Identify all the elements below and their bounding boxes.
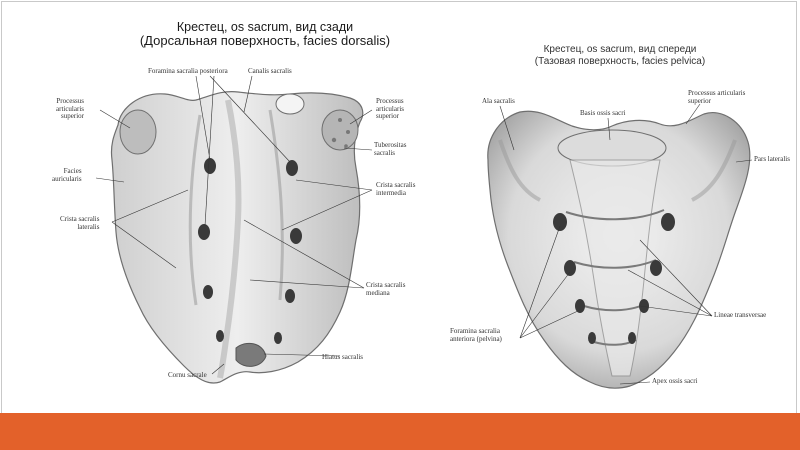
slide-footer-accent-bar: [0, 413, 800, 450]
intermediate-crest-right: [268, 109, 284, 301]
superior-articular-right: [321, 109, 359, 151]
label-crista-lateralis: Crista sacralis lateralis: [60, 215, 100, 231]
sacral-hiatus: [235, 342, 267, 367]
anterior-foramina: [553, 213, 675, 344]
label-line: articularis: [376, 104, 404, 113]
sacrum-pelvic-view: [487, 103, 753, 389]
label-tuberositas: Tuberositas sacralis: [374, 141, 407, 157]
label-line: Crista sacralis: [60, 215, 100, 223]
label-canalis-sacralis: Canalis sacralis: [248, 67, 292, 75]
label-line: superior: [688, 96, 711, 105]
left-title-line1: Крестец, os sacrum, вид сзади: [176, 20, 354, 34]
label-foramina-posteriora: Foramina sacralia posteriora: [148, 67, 228, 75]
label-line: Tuberositas: [374, 141, 407, 149]
label-line: anteriora (pelvina): [450, 334, 502, 343]
label-crista-intermedia: Crista sacralis intermedia: [376, 181, 416, 197]
tuberosity-texture: [331, 118, 350, 148]
median-crest: [217, 99, 242, 379]
left-title-line2: (Дорсальная поверхность, facies dorsalis…: [139, 33, 391, 49]
label-processus-left: Processus articularis superior: [56, 97, 84, 121]
dorsal-leader-lines: [95, 75, 373, 375]
dorsal-bone-outline: [110, 91, 364, 384]
label-facies-auricularis: Facies auricularis: [52, 167, 82, 183]
right-title-line2: (Тазовая поверхность, facies pelvica): [534, 55, 706, 67]
canal-opening: [275, 93, 305, 115]
label-line: Crista sacralis: [376, 181, 416, 189]
label-line: Processus: [376, 97, 404, 105]
posterior-foramen: [290, 228, 302, 244]
label-line: Facies: [63, 167, 82, 175]
label-line: superior: [376, 112, 399, 121]
label-hiatus-sacralis: Hiatus sacralis: [322, 353, 364, 361]
posterior-foramen: [286, 160, 298, 176]
label-basis-ossis-sacri: Basis ossis sacri: [580, 109, 626, 117]
label-line: articularis: [56, 104, 84, 113]
label-pars-lateralis: Pars lateralis: [754, 155, 790, 163]
label-line: mediana: [366, 288, 390, 297]
label-line: Processus articularis: [688, 89, 746, 97]
label-cornu-sacrale: Cornu sacrale: [168, 371, 207, 379]
label-lineae-transversae: Lineae transversae: [714, 311, 767, 319]
left-figure-title: Крестец, os sacrum, вид сзади (Дорсальна…: [120, 20, 410, 49]
sacrum-dorsal-view: [95, 75, 373, 384]
label-line: Processus: [56, 97, 84, 105]
posterior-foramen: [274, 332, 282, 344]
label-line: sacralis: [374, 148, 395, 157]
posterior-foramen: [285, 289, 295, 303]
label-crista-mediana: Crista sacralis mediana: [366, 281, 406, 297]
posterior-foramen: [198, 224, 210, 240]
label-line: lateralis: [77, 222, 100, 231]
label-line: Foramina sacralia: [450, 327, 500, 335]
label-line: auricularis: [52, 174, 82, 183]
right-title-line1: Крестец, os sacrum, вид спереди: [543, 44, 697, 55]
posterior-foramen: [204, 158, 216, 174]
intermediate-crest-left: [188, 114, 202, 306]
posterior-foramen: [216, 330, 224, 342]
ala-shading-right: [691, 139, 737, 202]
label-line: superior: [61, 112, 84, 121]
pelvic-leader-lines: [499, 103, 753, 385]
posterior-foramen: [203, 285, 213, 299]
superior-articular-left: [119, 109, 157, 155]
label-line: Crista sacralis: [366, 281, 406, 289]
right-figure-title: Крестец, os sacrum, вид спереди (Тазовая…: [500, 44, 740, 67]
ala-shading-left: [498, 139, 541, 202]
label-ala-sacralis: Ala sacralis: [482, 97, 515, 105]
label-apex-ossis-sacri: Apex ossis sacri: [652, 377, 698, 385]
label-processus-articularis-front: Processus articularis superior: [688, 89, 746, 105]
label-processus-right: Processus articularis superior: [376, 97, 404, 121]
label-line: intermedia: [376, 188, 406, 197]
label-foramina-anteriora: Foramina sacralia anteriora (pelvina): [450, 327, 502, 343]
